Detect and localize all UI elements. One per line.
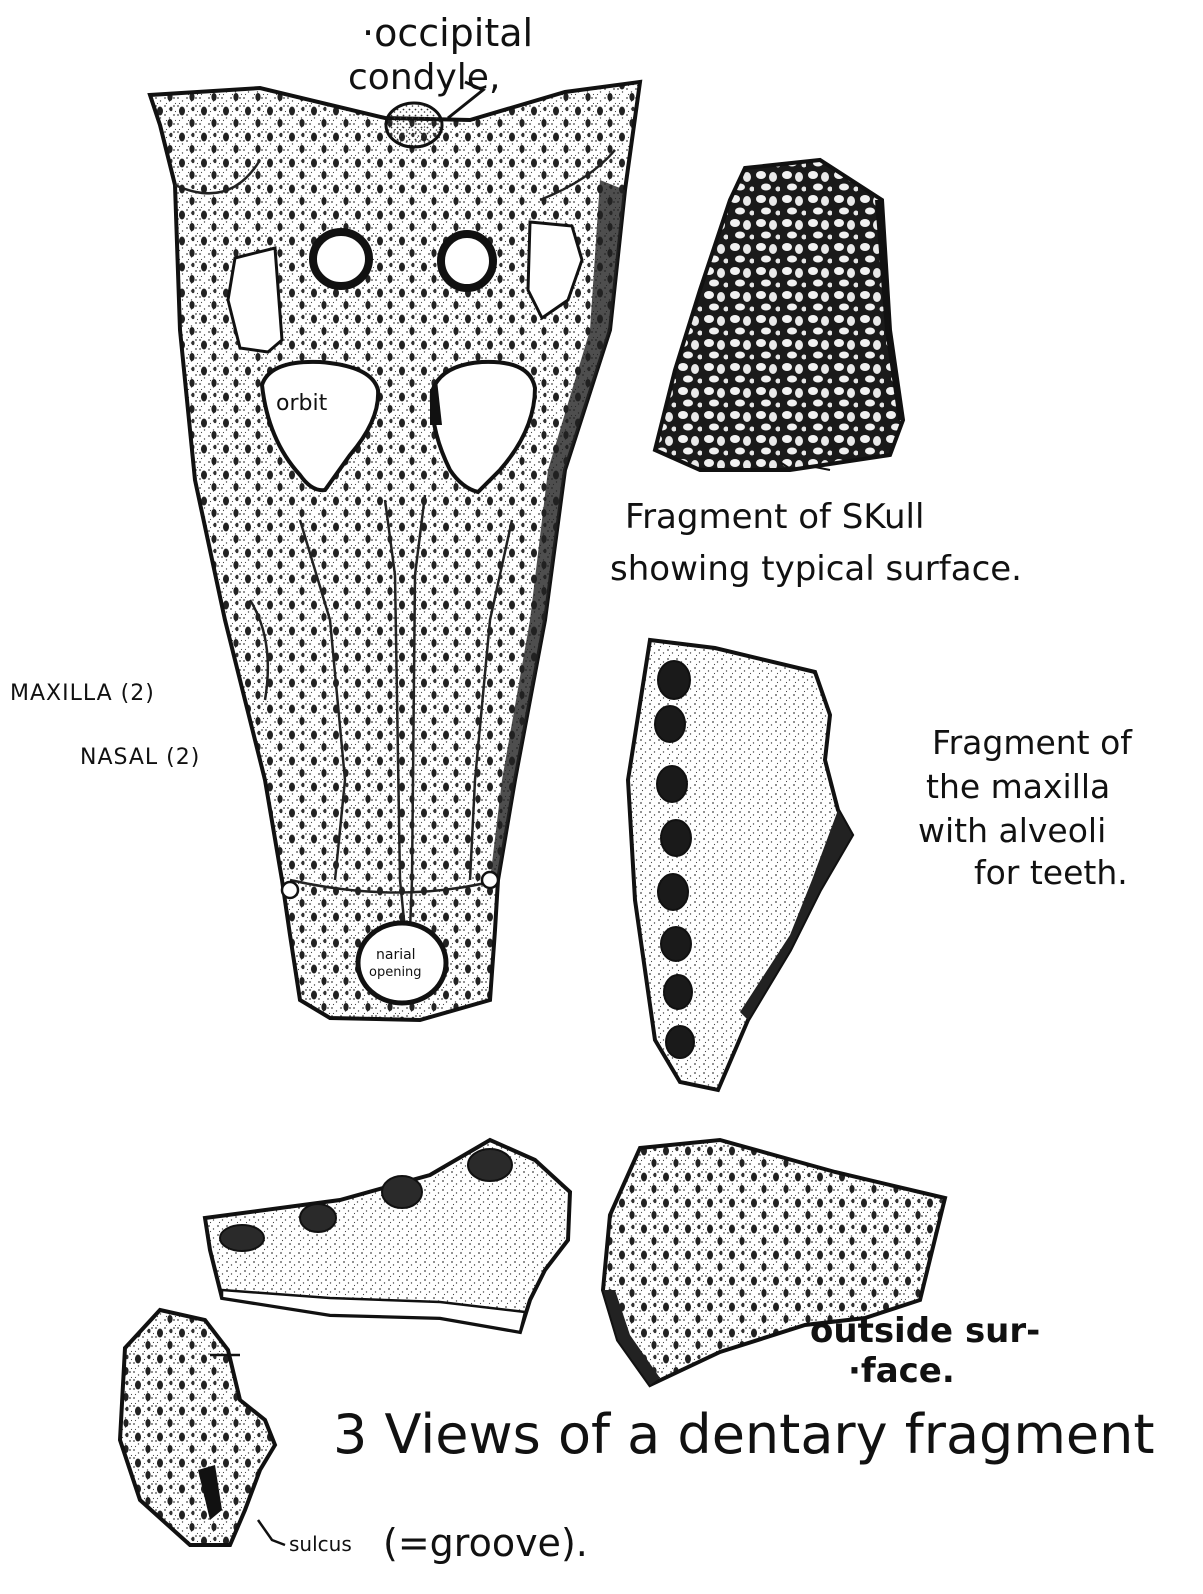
nasal-label: NASAL (2): [80, 747, 200, 769]
narial-label-line2: opening: [369, 966, 422, 979]
narial-opening: [358, 923, 446, 1003]
lateral-temporal-opening-left: [228, 248, 282, 352]
skull-outline: [150, 82, 640, 1020]
supratemporal-opening-right: [441, 234, 493, 288]
skull-fragment-caption-line2: showing typical surface.: [610, 552, 1022, 586]
narial-label-line1: narial: [376, 948, 416, 962]
condyle-label: condyle,: [348, 60, 500, 96]
skull-surface-fragment-drawing: [655, 160, 903, 470]
dentary-caption: 3 Views of a dentary fragment: [333, 1408, 1155, 1462]
outside-surface-label-line2: ·face.: [848, 1354, 955, 1388]
maxilla-fragment-caption-line3: with alveoli: [918, 814, 1106, 847]
occipital-label: ·occipital: [362, 14, 533, 52]
maxilla-fragment-drawing: [628, 640, 852, 1090]
skull-fragment-caption-line1: Fragment of SKull: [625, 500, 924, 534]
maxilla-fragment-caption-line2: the maxilla: [926, 770, 1110, 803]
maxilla-label: MAXILLA (2): [10, 683, 155, 705]
maxilla-fragment-caption-line1: Fragment of: [932, 726, 1132, 759]
outside-surface-label-line1: outside sur-: [810, 1314, 1040, 1348]
maxilla-fragment-caption-line4: for teeth.: [974, 856, 1128, 889]
groove-label: (=groove).: [383, 1524, 588, 1562]
dentary-view-sulcus-drawing: [120, 1310, 285, 1545]
dentary-view-alveolar-drawing: [205, 1140, 570, 1332]
sulcus-pointer: [258, 1520, 285, 1545]
orbit-label: orbit: [276, 393, 327, 415]
supratemporal-opening-left: [313, 232, 369, 286]
skull-drawing: [150, 82, 640, 1020]
occipital-condyle: [386, 103, 442, 147]
sulcus-label: sulcus: [289, 1534, 352, 1554]
